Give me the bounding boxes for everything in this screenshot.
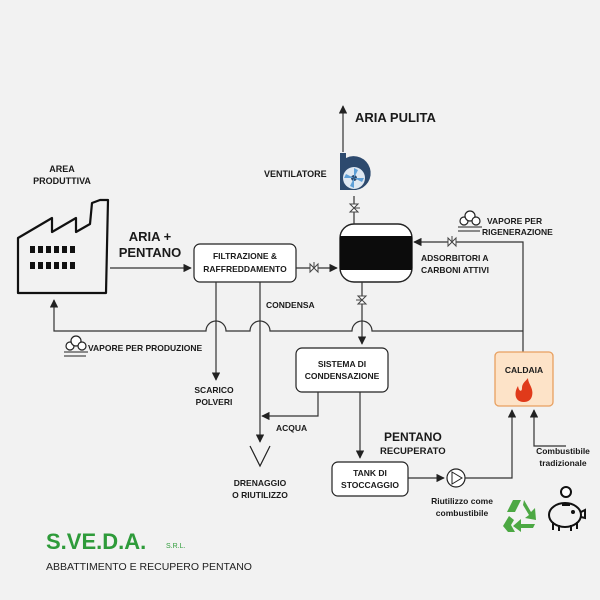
recovered-pentane-label-2: RECUPERATO [380, 446, 446, 457]
dust-discharge-label-2: POLVERI [196, 397, 233, 407]
flame-icon [515, 378, 533, 402]
adsorbers-label-1: ADSORBITORI A [421, 253, 489, 263]
regeneration-steam-label-2: RIGENERAZIONE [482, 227, 553, 237]
valve-icon [309, 262, 319, 274]
storage-tank-label-1: TANK DI [353, 468, 387, 478]
adsorbers-label-2: CARBONI ATTIVI [421, 265, 489, 275]
adsorber-tank [339, 223, 413, 283]
valve-icon [348, 203, 360, 213]
storage-tank-box [331, 461, 409, 497]
flow-steam-to-production [49, 299, 523, 332]
aria-pentano-label-1: ARIA + [129, 229, 172, 244]
boiler-label: CALDAIA [505, 365, 543, 375]
condensate-label: CONDENSA [266, 300, 315, 310]
storage-tank-label-2: STOCCAGGIO [341, 480, 399, 490]
flow-fuel-to-boiler [529, 409, 566, 447]
filtration-box [193, 243, 297, 283]
fan-icon [340, 153, 371, 190]
area-produttiva-label-1: AREA [49, 164, 75, 174]
drain-label-2: O RIUTILIZZO [232, 490, 288, 500]
steam-icon [64, 335, 88, 357]
aria-pentano-label-2: PENTANO [119, 245, 182, 260]
production-steam-label: VAPORE PER PRODUZIONE [88, 343, 202, 353]
steam-icon [458, 210, 482, 232]
condensation-label-2: CONDENSAZIONE [305, 371, 380, 381]
condensation-system-box [295, 347, 389, 393]
water-label: ACQUA [276, 423, 307, 433]
reuse-fuel-label-1: Riutilizzo come [431, 496, 493, 506]
recovered-pentane-label-1: PENTANO [384, 430, 442, 444]
recycle-icon [503, 500, 536, 532]
traditional-fuel-label-1: Combustibile [536, 446, 590, 456]
condensation-label-1: SISTEMA DI [318, 359, 366, 369]
brand-logo: S.VE.D.A. [46, 529, 146, 554]
factory-icon [16, 198, 110, 295]
valve-icon [447, 236, 457, 248]
boiler-box [494, 351, 554, 407]
reuse-fuel-label-2: combustibile [436, 508, 489, 518]
traditional-fuel-label-2: tradizionale [539, 458, 587, 468]
fan-label: VENTILATORE [264, 169, 327, 179]
pump-icon [446, 468, 466, 488]
valve-icon [356, 295, 368, 305]
flow-pump-to-boiler [465, 409, 517, 479]
drain-icon [249, 445, 271, 468]
dust-discharge-label-1: SCARICO [194, 385, 234, 395]
drain-label-1: DRENAGGIO [234, 478, 287, 488]
clean-air-label: ARIA PULITA [355, 110, 436, 125]
piggy-bank-icon [548, 486, 586, 531]
brand-subtitle: ABBATTIMENTO E RECUPERO PENTANO [46, 561, 252, 573]
filtration-label-1: FILTRAZIONE & [213, 251, 277, 261]
brand-srl: S.R.L. [166, 543, 186, 550]
regeneration-steam-label-1: VAPORE PER [487, 216, 542, 226]
filtration-label-2: RAFFREDDAMENTO [203, 264, 287, 274]
area-produttiva-label-2: PRODUTTIVA [33, 176, 91, 186]
flow-condenser-water [261, 392, 319, 421]
